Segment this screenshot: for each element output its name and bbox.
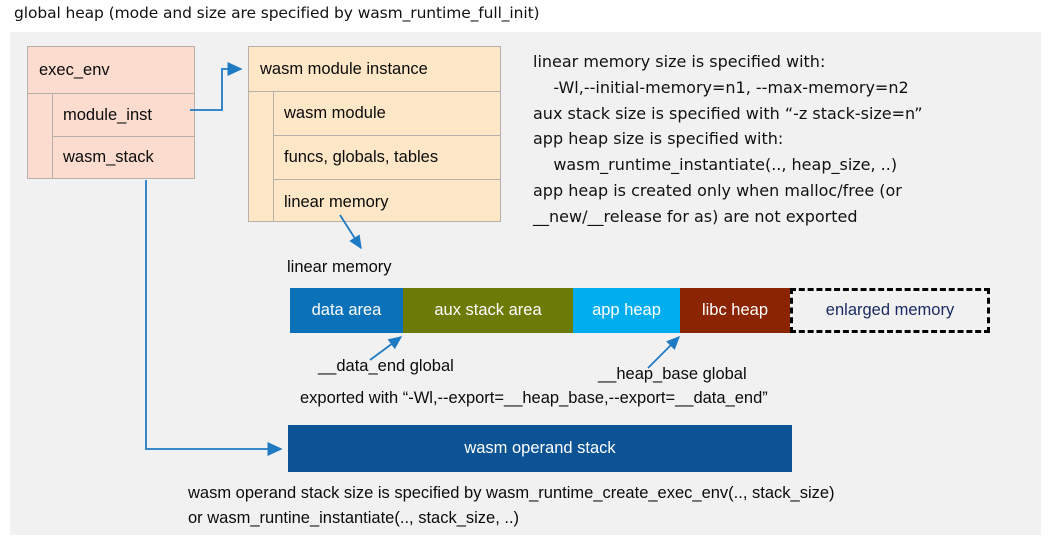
exec-env-box: exec_env module_inst wasm_stack (27, 46, 195, 179)
funcs-globals-tables-label: funcs, globals, tables (284, 148, 439, 166)
wasm-module-instance-box: wasm module instance wasm module funcs, … (248, 46, 501, 222)
linear-memory-caption: linear memory (287, 258, 392, 276)
wasm-module-label: wasm module (284, 104, 386, 122)
annotation-exported-with: exported with “-Wl,--export=__heap_base,… (300, 389, 768, 407)
annotation-heap-base: __heap_base global (598, 365, 747, 383)
module-instance-title: wasm module instance (260, 59, 428, 78)
module-inst-label: module_inst (63, 105, 152, 124)
page-title: global heap (mode and size are specified… (14, 4, 540, 22)
linear-memory-field-label: linear memory (284, 192, 389, 211)
module-instance-field-funcs-globals-tables: funcs, globals, tables (274, 136, 500, 180)
operand-stack-note: wasm operand stack size is specified by … (188, 484, 835, 527)
module-instance-header: wasm module instance (249, 47, 500, 92)
exec-env-field-module-inst: module_inst (53, 94, 194, 137)
wasm-operand-stack-label: wasm operand stack (464, 439, 616, 457)
memory-segment-app-heap: app heap (573, 288, 680, 333)
module-instance-gutter (249, 92, 274, 221)
linear-memory-notes: linear memory size is specified with: -W… (533, 52, 923, 226)
memory-segment-enlarged-memory: enlarged memory (790, 288, 990, 333)
module-instance-field-wasm-module: wasm module (274, 92, 500, 136)
wasm-operand-stack-bar: wasm operand stack (288, 425, 792, 472)
exec-env-title: exec_env (39, 60, 110, 79)
module-instance-field-linear-memory: linear memory (274, 180, 500, 224)
wasm-stack-label: wasm_stack (63, 148, 154, 166)
exec-env-gutter (28, 94, 53, 178)
exec-env-header: exec_env (28, 47, 194, 94)
exec-env-field-wasm-stack: wasm_stack (53, 137, 194, 178)
memory-segment-data-area: data area (290, 288, 403, 333)
memory-segment-libc-heap: libc heap (680, 288, 790, 333)
annotation-data-end: __data_end global (318, 357, 454, 375)
memory-segment-aux-stack-area: aux stack area (403, 288, 573, 333)
